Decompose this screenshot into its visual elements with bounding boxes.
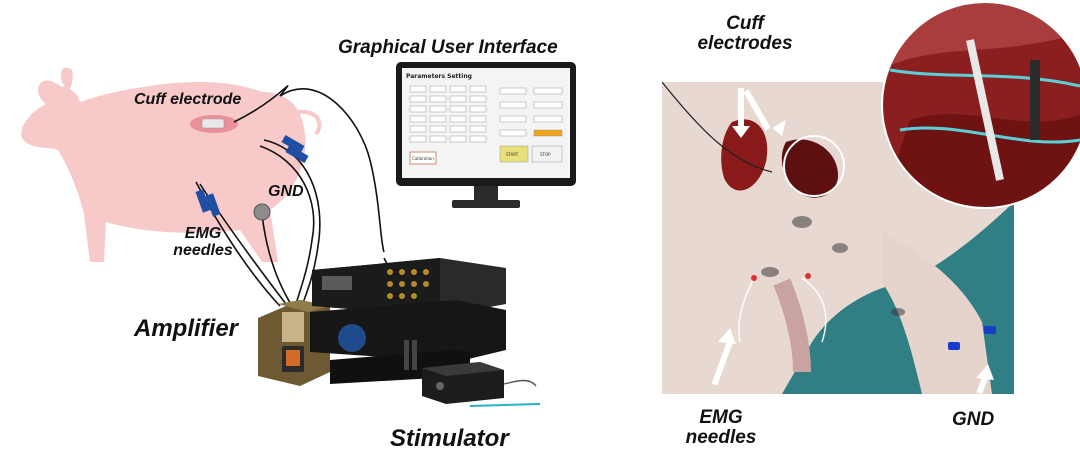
zoom-inset xyxy=(881,1,1080,209)
emg-needles-right-line2: needles xyxy=(685,426,757,448)
gui-screen-title: Parameters Setting xyxy=(406,73,472,80)
gui-monitor: Parameters Setting Calibration START xyxy=(396,62,576,208)
stimulator-label: Stimulator xyxy=(390,425,509,452)
gui-param-fields xyxy=(499,87,563,137)
schematic-drawing: Parameters Setting Calibration START xyxy=(21,62,576,407)
emg-needles-label-right: EMG needles xyxy=(676,408,766,448)
emg-needles-label-left: EMG needles xyxy=(168,225,238,260)
gnd-label-left: GND xyxy=(268,183,304,200)
gui-button-grid xyxy=(409,85,487,143)
cuff-electrode-shape xyxy=(190,115,238,133)
gui-start-button: START xyxy=(506,152,519,157)
emg-needles-line2: needles xyxy=(173,241,233,259)
gnd-label-right: GND xyxy=(952,409,995,430)
stimulator-device xyxy=(422,362,541,407)
cuff-electrodes-line1: Cuff xyxy=(726,13,764,34)
cuff-electrode-label: Cuff electrode xyxy=(134,91,242,108)
cuff-electrodes-label: Cuff electrodes xyxy=(690,14,800,54)
emg-needles-right-line1: EMG xyxy=(699,407,743,428)
gnd-electrode xyxy=(253,203,271,221)
cuff-electrodes-line2: electrodes xyxy=(697,32,793,54)
gui-stop-button: STOP xyxy=(540,152,551,157)
amplifier-label: Amplifier xyxy=(134,315,239,342)
emg-needle-electrodes xyxy=(195,135,309,217)
emg-needles-line1: EMG xyxy=(184,225,222,242)
gui-calibration-button: Calibration xyxy=(412,156,434,161)
gui-label: Graphical User Interface xyxy=(338,37,558,58)
